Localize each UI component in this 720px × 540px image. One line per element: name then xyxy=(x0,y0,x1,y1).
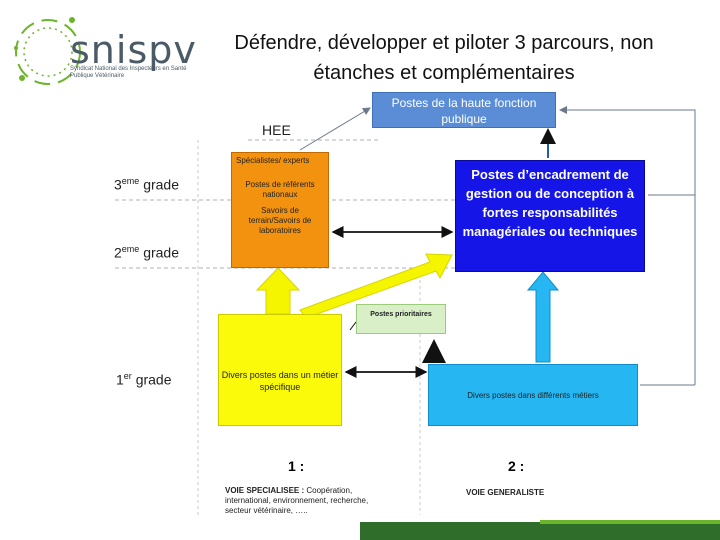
logo-ring xyxy=(14,17,81,85)
grade-label-1: 1er grade xyxy=(116,371,172,388)
track-number-2: 2 : xyxy=(508,458,525,474)
orange-line-referents: Postes de référents nationaux xyxy=(245,180,315,199)
box-encadrement: Postes d’encadrement de gestion ou de co… xyxy=(455,160,645,272)
voie-specialisee-title: VOIE SPECIALISEE : xyxy=(225,486,305,495)
frame-arrow-right xyxy=(559,106,696,196)
arrow-yellow-to-enc xyxy=(299,253,453,319)
track-number-1: 1 : xyxy=(288,458,305,474)
box-metier-specifique: Divers postes dans un métier spécifique xyxy=(218,314,342,426)
voie-specialisee: VOIE SPECIALISEE : Coopération, internat… xyxy=(225,486,375,516)
orange-line-savoirs: Savoirs de terrain/Savoirs de laboratoir… xyxy=(248,206,312,235)
box-differents-metiers: Divers postes dans différents métiers xyxy=(428,364,638,426)
arrow-cyan-to-enc xyxy=(526,271,560,363)
voie-specialisee-text: Coopération, international, environnemen… xyxy=(225,486,369,515)
arrow-yellow-to-orange xyxy=(255,267,301,315)
hee-label: HEE xyxy=(262,122,291,138)
orange-line-experts: Spécialistes/ experts xyxy=(236,156,310,165)
logo-wordmark: snispv xyxy=(70,28,197,72)
arrow-orange-to-hf xyxy=(299,107,371,151)
logo-subtitle: Syndicat National des Inspecteurs en San… xyxy=(70,66,187,79)
voie-generaliste: VOIE GENERALISTE xyxy=(466,488,545,497)
box-specialistes: Spécialistes/ experts Postes de référent… xyxy=(231,152,329,268)
footer-strip xyxy=(360,522,720,540)
grade-label-3: 3eme grade xyxy=(114,176,180,193)
box-postes-prioritaires: Postes prioritaires xyxy=(356,304,446,334)
slide-title: Défendre, développer et piloter 3 parcou… xyxy=(234,32,654,84)
box-haute-fonction: Postes de la haute fonction publique xyxy=(372,92,556,128)
grade-label-2: 2eme grade xyxy=(114,244,180,261)
